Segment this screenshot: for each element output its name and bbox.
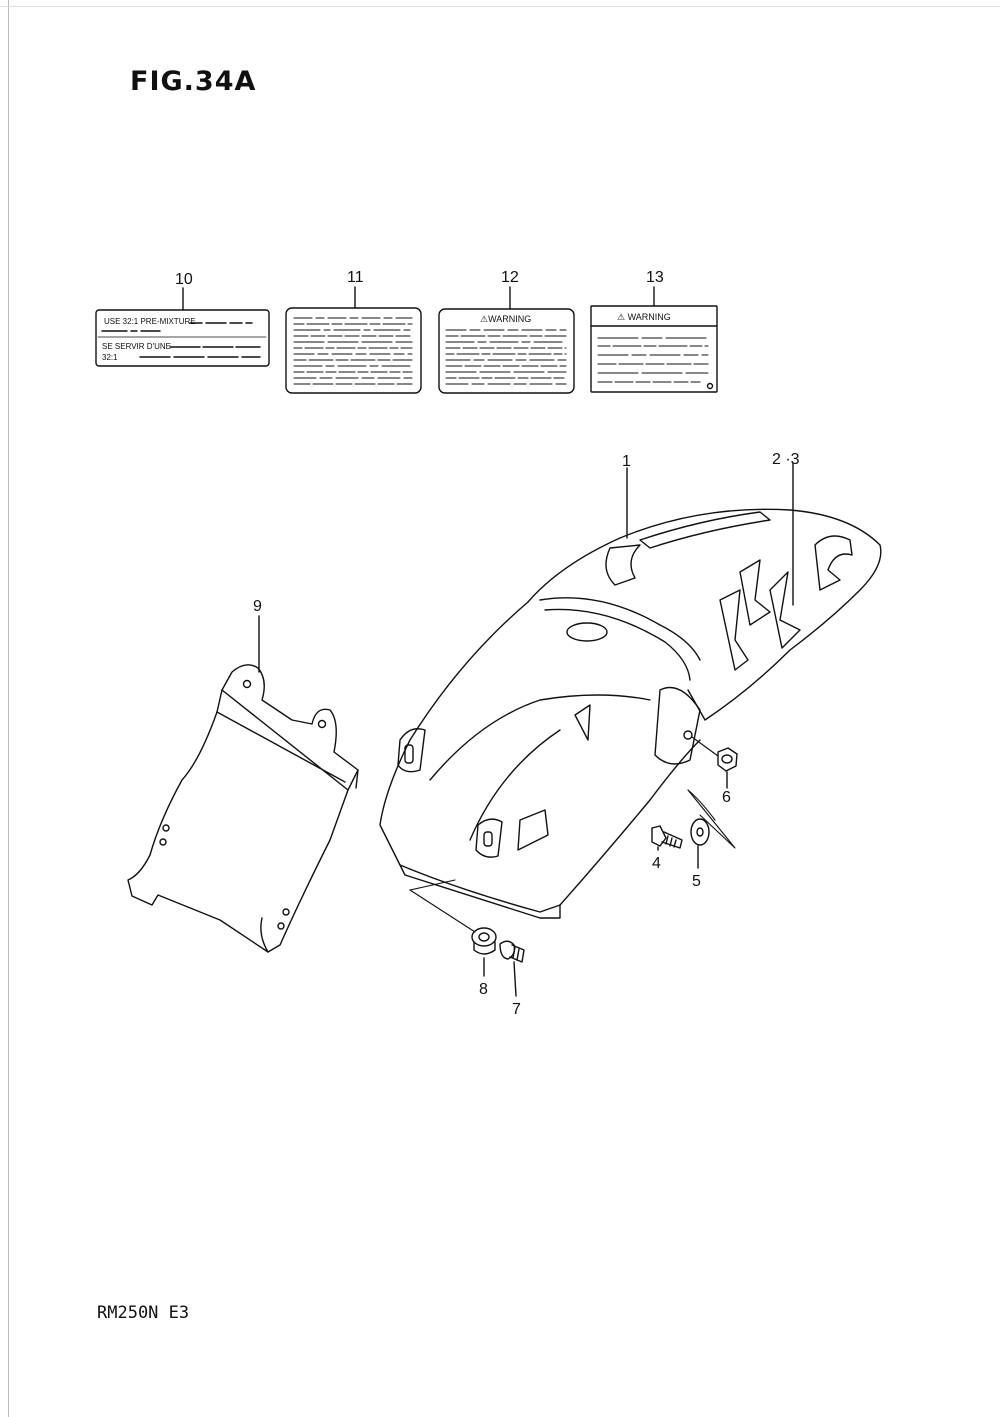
callout-2-3: 2 ·3 (772, 451, 800, 468)
decal-label-10 (95, 287, 270, 367)
callout-5: 5 (692, 873, 701, 890)
callout-7: 7 (512, 1001, 521, 1018)
rear-fender-part-1 (379, 462, 882, 919)
callout-10: 10 (175, 271, 193, 288)
mud-flap-part-9 (127, 615, 359, 953)
label-10-line-2: SE SERVIR D'UNE (102, 342, 171, 351)
top-edge-line (0, 6, 1000, 7)
nut-part-6 (717, 747, 738, 789)
label-12-heading: ⚠WARNING (480, 314, 531, 324)
label-13-heading: ⚠ WARNING (617, 312, 671, 322)
model-code: RM250N E3 (97, 1303, 190, 1323)
decal-label-11 (285, 286, 422, 394)
bolt-part-7 (499, 940, 525, 997)
label-10-line-3: 32:1 (102, 353, 118, 362)
callout-8: 8 (479, 981, 488, 998)
washer-part-5 (690, 818, 710, 869)
page-edge-line (8, 0, 9, 1417)
callout-9: 9 (253, 598, 262, 615)
bolt-part-4 (651, 825, 683, 851)
assembly-guide-lines (409, 736, 736, 933)
callout-12: 12 (501, 269, 519, 286)
label-10-line-1: USE 32:1 PRE-MIXTURE (104, 317, 196, 326)
callout-1: 1 (622, 453, 631, 470)
callout-6: 6 (722, 789, 731, 806)
callout-4: 4 (652, 855, 661, 872)
washer-part-8 (471, 927, 497, 977)
figure-title: FIG.34A (130, 66, 257, 97)
callout-11: 11 (347, 269, 364, 286)
decal-label-13 (590, 286, 718, 393)
decal-label-12 (438, 286, 575, 394)
callout-13: 13 (646, 269, 664, 286)
